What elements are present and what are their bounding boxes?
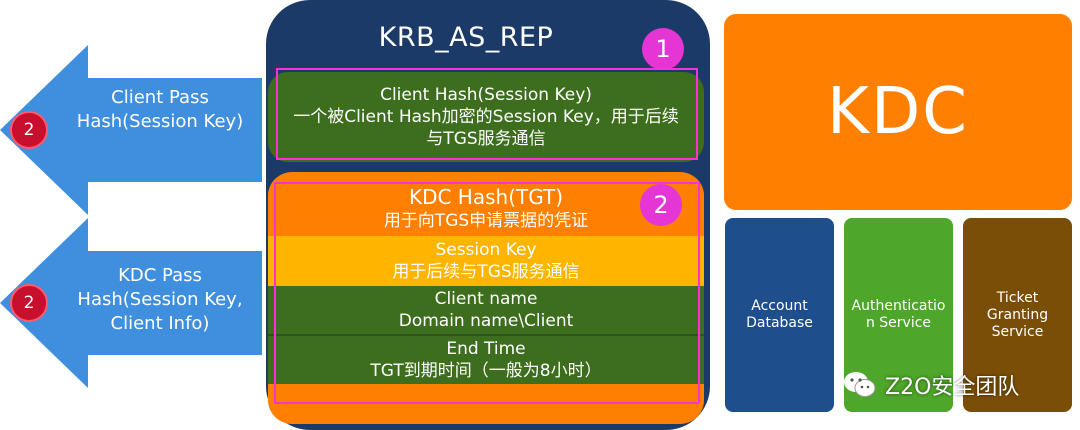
row-divider bbox=[268, 334, 704, 336]
ticket-granting-service: Ticket Granting Service bbox=[963, 218, 1072, 412]
end-time-desc: TGT到期时间（一般为8小时） bbox=[370, 361, 602, 381]
step-badge: 2 bbox=[10, 284, 48, 322]
client-hash-desc: 一个被Client Hash加密的Session Key，用于后续 bbox=[293, 107, 679, 127]
section-badge-2: 2 bbox=[640, 184, 682, 226]
session-key-desc: 用于后续与TGS服务通信 bbox=[392, 262, 580, 282]
wechat-icon bbox=[844, 372, 876, 397]
end-time-title: End Time bbox=[446, 339, 526, 359]
kdc-hash-desc: 用于向TGS申请票据的凭证 bbox=[383, 211, 589, 231]
arrow-kdc-pass: KDC Pass Hash(Session Key, Client Info) … bbox=[0, 218, 262, 388]
account-database: Account Database bbox=[725, 218, 834, 412]
section-badge-1: 1 bbox=[642, 28, 684, 70]
watermark-text: Z2O安全团队 bbox=[885, 375, 1020, 400]
arrow-label-client-pass: Client Pass Hash(Session Key) bbox=[76, 87, 244, 132]
client-hash-title: Client Hash(Session Key) bbox=[380, 85, 592, 105]
watermark: Z2O安全团队 bbox=[843, 368, 1019, 402]
kdc-hash-tgt-block: KDC Hash(TGT) 用于向TGS申请票据的凭证 bbox=[268, 178, 704, 238]
arrow-left-shape bbox=[0, 45, 262, 215]
arrow-client-pass: Client Pass Hash(Session Key) 2 bbox=[0, 45, 262, 215]
kdc-title: KDC bbox=[724, 14, 1072, 210]
client-name-title: Client name bbox=[434, 289, 538, 309]
arrow-left-shape bbox=[0, 218, 262, 388]
client-hash-outline bbox=[276, 68, 698, 160]
client-hash-block: Client Hash(Session Key) 一个被Client Hash加… bbox=[268, 72, 704, 162]
session-key-block: Session Key 用于后续与TGS服务通信 bbox=[268, 236, 704, 286]
arrow-label-kdc-pass: KDC Pass Hash(Session Key, Client Info) bbox=[77, 265, 243, 334]
tgt-outline bbox=[274, 182, 700, 404]
end-time-block: End Time TGT到期时间（一般为8小时） bbox=[268, 336, 704, 384]
kdc-hash-title: KDC Hash(TGT) bbox=[408, 185, 564, 209]
client-hash-desc-cont: 与TGS服务通信 bbox=[426, 129, 546, 149]
step-badge: 2 bbox=[10, 111, 48, 149]
tgt-stack: KDC Hash(TGT) 用于向TGS申请票据的凭证 Session Key … bbox=[268, 172, 704, 424]
client-name-block: Client name Domain name\Client bbox=[268, 286, 704, 334]
session-key-title: Session Key bbox=[435, 240, 537, 260]
client-name-value: Domain name\Client bbox=[398, 311, 574, 331]
message-title: KRB_AS_REP bbox=[378, 22, 554, 53]
